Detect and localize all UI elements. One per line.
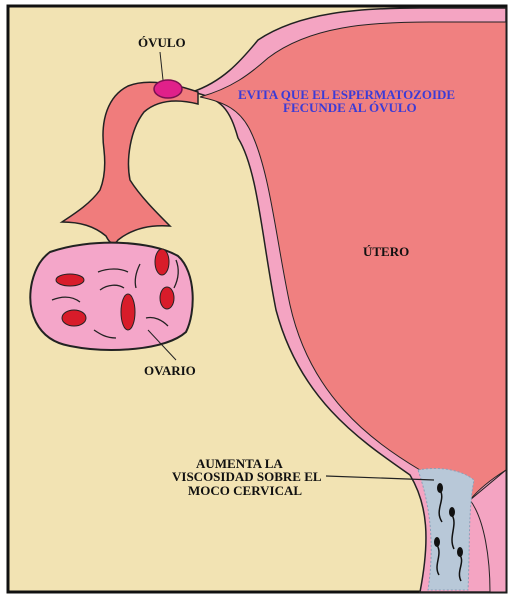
label-moco-line2: VISCOSIDAD SOBRE EL bbox=[172, 469, 322, 484]
label-utero: ÚTERO bbox=[363, 244, 409, 259]
follicle-3 bbox=[160, 287, 174, 309]
follicle-1 bbox=[56, 274, 84, 286]
ovum bbox=[154, 80, 182, 98]
label-ovulo: ÓVULO bbox=[138, 35, 186, 50]
label-moco-line3: MOCO CERVICAL bbox=[188, 483, 302, 498]
sperm-2-head bbox=[449, 507, 455, 517]
sperm-3-head bbox=[434, 537, 440, 547]
follicle-2 bbox=[155, 249, 169, 275]
label-ovario: OVARIO bbox=[144, 363, 196, 378]
follicle-4 bbox=[121, 294, 135, 330]
follicle-5 bbox=[62, 310, 86, 326]
sperm-1-head bbox=[437, 483, 443, 493]
sperm-4-head bbox=[457, 547, 463, 557]
label-evita-line2: FECUNDE AL ÓVULO bbox=[283, 100, 417, 115]
